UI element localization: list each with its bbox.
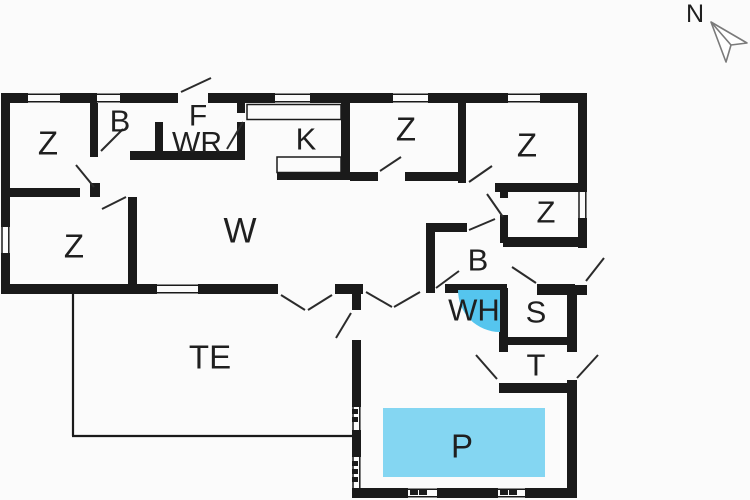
room-label-kitchen: K — [296, 122, 317, 157]
walls — [1, 93, 587, 498]
whirlpool-tub — [458, 290, 500, 332]
room-label-bedroom-bottom-left: Z — [64, 228, 84, 265]
room-label-whirlpool-room: WH — [448, 293, 500, 328]
room-label-entry-hall: F — [189, 100, 207, 133]
compass-north-label: N — [686, 0, 704, 28]
room-label-bedroom-top-left: Z — [38, 125, 58, 162]
room-label-pool: P — [451, 428, 473, 465]
window-ticks — [352, 409, 517, 495]
room-label-toilet: T — [527, 348, 546, 383]
window-frames — [1, 93, 587, 498]
room-label-bedroom-top-mid: Z — [396, 111, 416, 148]
room-label-living-room: W — [223, 212, 256, 251]
room-label-bath-pool-area: B — [468, 243, 489, 278]
terrace-outline — [71, 294, 352, 438]
compass: N — [686, 0, 748, 63]
room-label-sauna: S — [526, 295, 547, 330]
room-label-bath-top-left: B — [110, 104, 131, 139]
room-label-terrace: TE — [189, 339, 231, 376]
room-label-bedroom-top-right: Z — [517, 127, 537, 164]
room-label-washroom: WR — [172, 127, 222, 160]
room-label-bedroom-small-right: Z — [537, 195, 556, 230]
compass-arrow-icon — [710, 21, 748, 63]
door-swings — [75, 77, 605, 380]
room-labels: Z B F WR K Z Z Z W Z B WH S T TE P — [38, 100, 556, 465]
kitchen-counters — [246, 103, 342, 174]
pool-water — [383, 408, 545, 477]
